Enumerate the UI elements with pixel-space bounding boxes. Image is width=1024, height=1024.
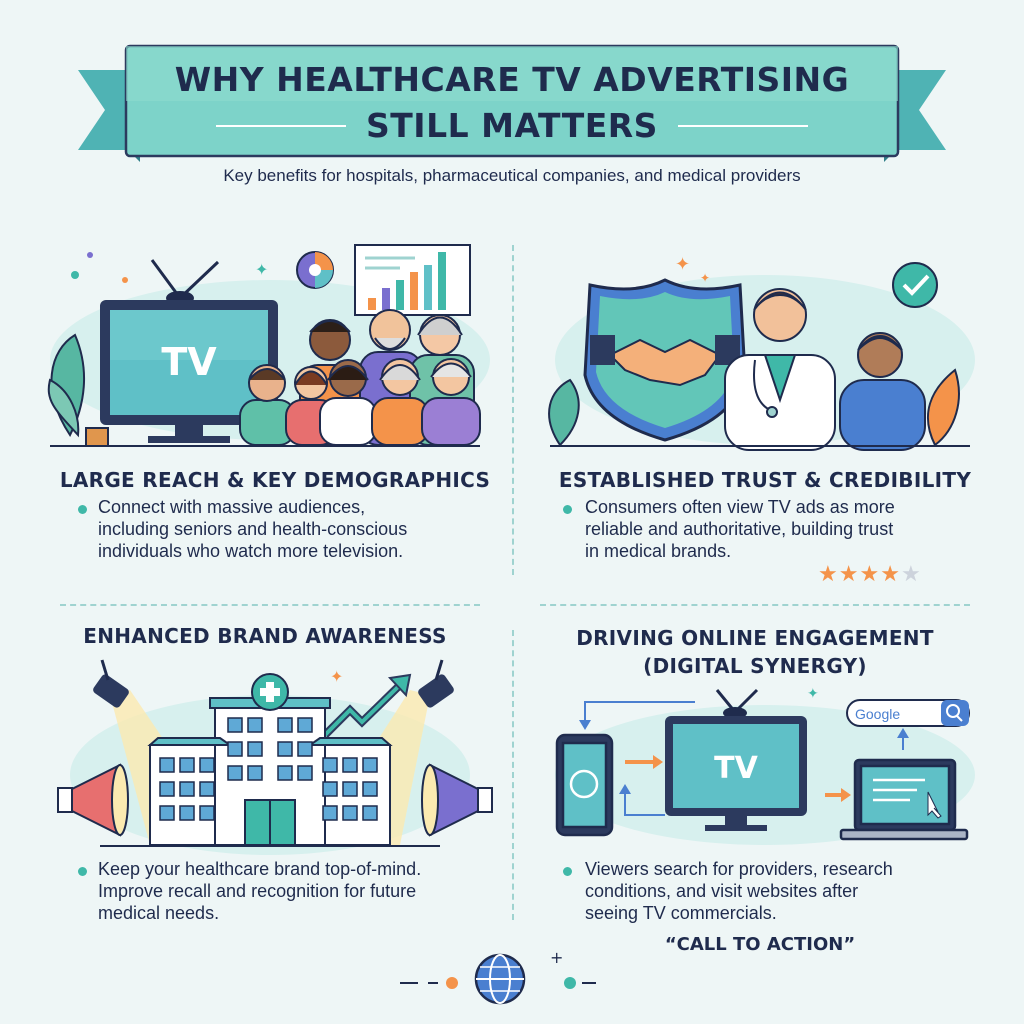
svg-text:✦: ✦ xyxy=(255,260,268,279)
section-heading-engagement: DRIVING ONLINE ENGAGEMENT (DIGITAL SYNER… xyxy=(576,626,934,678)
section-body-awareness: Keep your healthcare brand top-of-mind. … xyxy=(98,859,422,923)
tv-icon: TV xyxy=(665,688,807,831)
trust-illustration: ✦ ✦ xyxy=(548,254,975,451)
globe-icon xyxy=(474,953,526,1005)
spotlight-icon xyxy=(93,659,454,708)
bullet xyxy=(78,505,87,514)
section-heading-reach: LARGE REACH & KEY DEMOGRAPHICS xyxy=(59,468,491,492)
bar-chart-icon xyxy=(354,244,471,316)
search-icon: Google xyxy=(846,699,970,727)
pie-chart-icon xyxy=(296,251,334,289)
divider-vertical-top xyxy=(512,245,514,575)
handshake-shield-icon xyxy=(583,278,747,442)
search-text: Google xyxy=(855,706,900,722)
page-subtitle: Key benefits for hospitals, pharmaceutic… xyxy=(223,166,801,185)
svg-text:+: + xyxy=(550,948,563,967)
call-to-action-label: “CALL TO ACTION” xyxy=(664,934,856,955)
laptop-icon xyxy=(839,758,969,841)
svg-text:✦: ✦ xyxy=(675,254,690,275)
footer-decoration: + xyxy=(400,948,596,1005)
trend-arrow-icon xyxy=(322,673,412,738)
section-body-trust: Consumers often view TV ads as more reli… xyxy=(585,497,895,561)
svg-text:✦: ✦ xyxy=(700,271,710,285)
tv-icon: TV xyxy=(100,259,278,443)
star-icon: ★ xyxy=(880,562,900,587)
divider-vertical-bottom xyxy=(512,630,514,920)
smartphone-icon xyxy=(555,733,614,837)
section-heading-trust: ESTABLISHED TRUST & CREDIBILITY xyxy=(558,468,972,492)
page-title-line1: WHY HEALTHCARE TV ADVERTISING xyxy=(174,60,850,99)
section-heading-awareness: ENHANCED BRAND AWARENESS xyxy=(83,624,447,648)
page-title-line2: STILL MATTERS xyxy=(366,106,658,145)
megaphone-icon xyxy=(57,763,493,837)
header-banner: WHY HEALTHCARE TV ADVERTISING STILL MATT… xyxy=(0,0,1024,200)
divider-horizontal-right xyxy=(540,604,970,606)
tv-label: TV xyxy=(161,340,217,384)
star-icon: ★ xyxy=(818,562,838,587)
star-icon: ★ xyxy=(900,562,921,587)
checkmark-icon xyxy=(892,262,938,308)
star-icon: ★ xyxy=(859,562,880,587)
bullet xyxy=(563,505,572,514)
svg-text:✦: ✦ xyxy=(330,667,343,686)
bullet xyxy=(78,867,87,876)
section-body-engagement: Viewers search for providers, research c… xyxy=(585,859,893,923)
ribbon-graphic xyxy=(78,44,946,162)
section-body-reach: Connect with massive audiences, includin… xyxy=(98,497,408,561)
doctor-icon xyxy=(724,288,836,451)
divider-horizontal-left xyxy=(60,604,480,606)
awareness-illustration: ✦ xyxy=(57,659,493,855)
bullet xyxy=(563,867,572,876)
tv-label: TV xyxy=(714,751,758,786)
svg-text:✦: ✦ xyxy=(807,686,819,702)
engagement-illustration: TV Google ✦ xyxy=(555,686,975,845)
reach-illustration: TV xyxy=(47,244,490,447)
star-rating: ★★★★★ xyxy=(818,562,938,587)
star-icon: ★ xyxy=(838,562,859,587)
